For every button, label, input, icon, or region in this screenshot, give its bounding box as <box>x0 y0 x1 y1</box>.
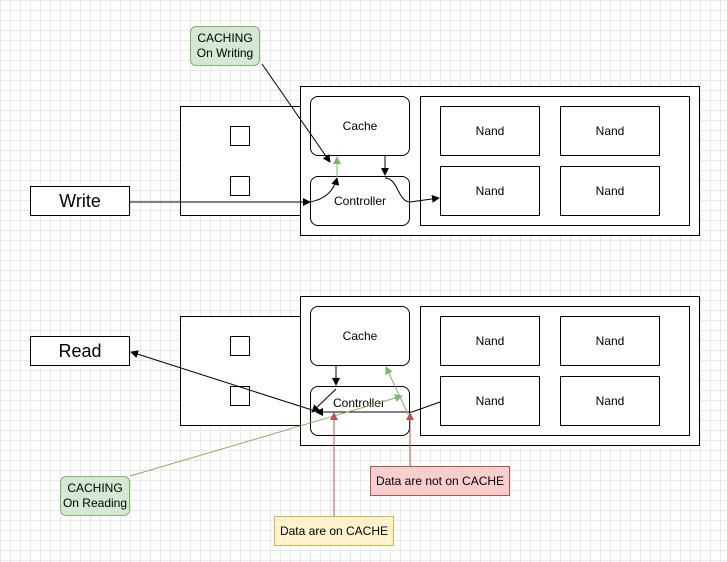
note-to-cache-arrow <box>261 63 331 163</box>
write-nand-3: Nand <box>440 166 540 216</box>
read-nand-2-label: Nand <box>595 334 625 348</box>
write-nand-1: Nand <box>440 106 540 156</box>
write-nand-1-label: Nand <box>475 124 505 138</box>
write-input-label: Write <box>59 190 101 211</box>
write-drive-led-top <box>230 126 250 146</box>
write-drive-body <box>180 106 302 216</box>
controller-internal-arrow <box>311 388 337 413</box>
caching-on-reading-note: CACHING On Reading <box>60 476 130 516</box>
read-nand-2: Nand <box>560 316 660 366</box>
write-nand-2-label: Nand <box>595 124 625 138</box>
data-not-on-cache-text: Data are not on CACHE <box>375 474 505 488</box>
write-nand-4: Nand <box>560 166 660 216</box>
read-output-box: Read <box>30 336 130 366</box>
write-drive-led-bottom <box>230 176 250 196</box>
write-nand-4-label: Nand <box>595 184 625 198</box>
write-nand-2: Nand <box>560 106 660 156</box>
data-not-on-cache-note: Data are not on CACHE <box>370 466 510 496</box>
controller-to-nand-arrow <box>384 177 440 203</box>
green-cache-fill-arrow <box>385 366 409 415</box>
caching-on-reading-arrow <box>129 394 403 477</box>
write-cache: Cache <box>310 96 410 156</box>
controller-to-read-arrow <box>130 350 313 411</box>
controller-to-cache-arrow <box>309 177 340 203</box>
read-nand-3-label: Nand <box>475 394 505 408</box>
write-nand-3-label: Nand <box>475 184 505 198</box>
read-output-label: Read <box>58 340 102 361</box>
caching-on-writing-text: CACHING On Writing <box>196 31 254 60</box>
data-on-cache-text: Data are on CACHE <box>279 524 389 538</box>
read-controller-label: Controller <box>333 396 386 410</box>
caching-on-reading-text: CACHING On Reading <box>62 481 128 510</box>
write-input-box: Write <box>30 186 130 216</box>
read-nand-1: Nand <box>440 316 540 366</box>
data-on-cache-note: Data are on CACHE <box>274 516 394 546</box>
caching-on-writing-note: CACHING On Writing <box>190 26 260 66</box>
read-nand-3: Nand <box>440 376 540 426</box>
write-controller-label: Controller <box>333 194 387 208</box>
write-controller: Controller <box>310 176 410 226</box>
read-nand-4-label: Nand <box>595 394 625 408</box>
read-drive-body <box>180 316 302 426</box>
read-nand-4: Nand <box>560 376 660 426</box>
read-drive-led-top <box>230 336 250 356</box>
write-cache-label: Cache <box>342 119 378 133</box>
read-cache: Cache <box>310 306 410 366</box>
read-nand-1-label: Nand <box>475 334 505 348</box>
read-cache-label: Cache <box>342 329 378 343</box>
read-controller <box>310 386 410 436</box>
